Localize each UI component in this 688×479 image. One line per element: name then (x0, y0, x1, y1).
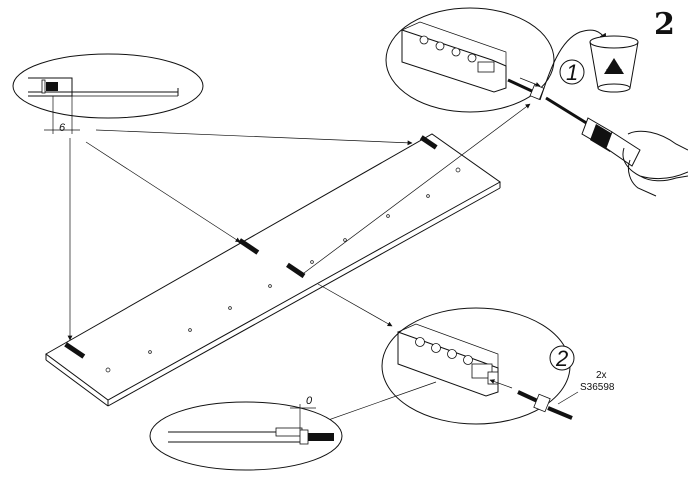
pointer-arrow-detail-2 (317, 283, 393, 327)
step-number: 2 (654, 7, 675, 42)
pointer-arrows-top (67, 129, 413, 341)
detail-offset-top: 6 (12, 53, 204, 134)
part-leader-line (557, 391, 579, 405)
part-quantity: 2x (596, 370, 607, 381)
svg-text:2: 2 (555, 346, 568, 371)
detail-offset-bottom: 0 (149, 395, 343, 471)
recycle-bin-icon (589, 35, 639, 93)
screw-icon (299, 429, 334, 445)
part-code: S36598 (580, 382, 615, 393)
hand-icon (622, 130, 688, 197)
callout-1: 1 (559, 59, 585, 85)
detail-remove-screw (385, 7, 555, 113)
panel-holes (105, 167, 461, 373)
callout-2: 2 (549, 345, 575, 371)
screw-icon (517, 390, 573, 420)
panel-fitting-1 (419, 135, 438, 150)
panel-fitting-3 (286, 262, 306, 279)
recycle-arrow (539, 29, 607, 101)
main-panel (45, 133, 501, 407)
panel-fitting-2 (238, 238, 260, 255)
cam-bracket-icon (401, 29, 507, 93)
pointer-arrow-detail-1 (299, 103, 531, 277)
svg-text:1: 1 (566, 60, 578, 85)
dimension-label-0: 0 (306, 395, 313, 407)
detail-insert-screw (381, 307, 573, 425)
cam-fitting-icon (46, 82, 58, 91)
panel-fitting-4 (64, 342, 86, 359)
cam-bracket-icon (397, 331, 499, 397)
dimension-label-6: 6 (59, 122, 66, 134)
screwdriver-icon (545, 96, 641, 167)
